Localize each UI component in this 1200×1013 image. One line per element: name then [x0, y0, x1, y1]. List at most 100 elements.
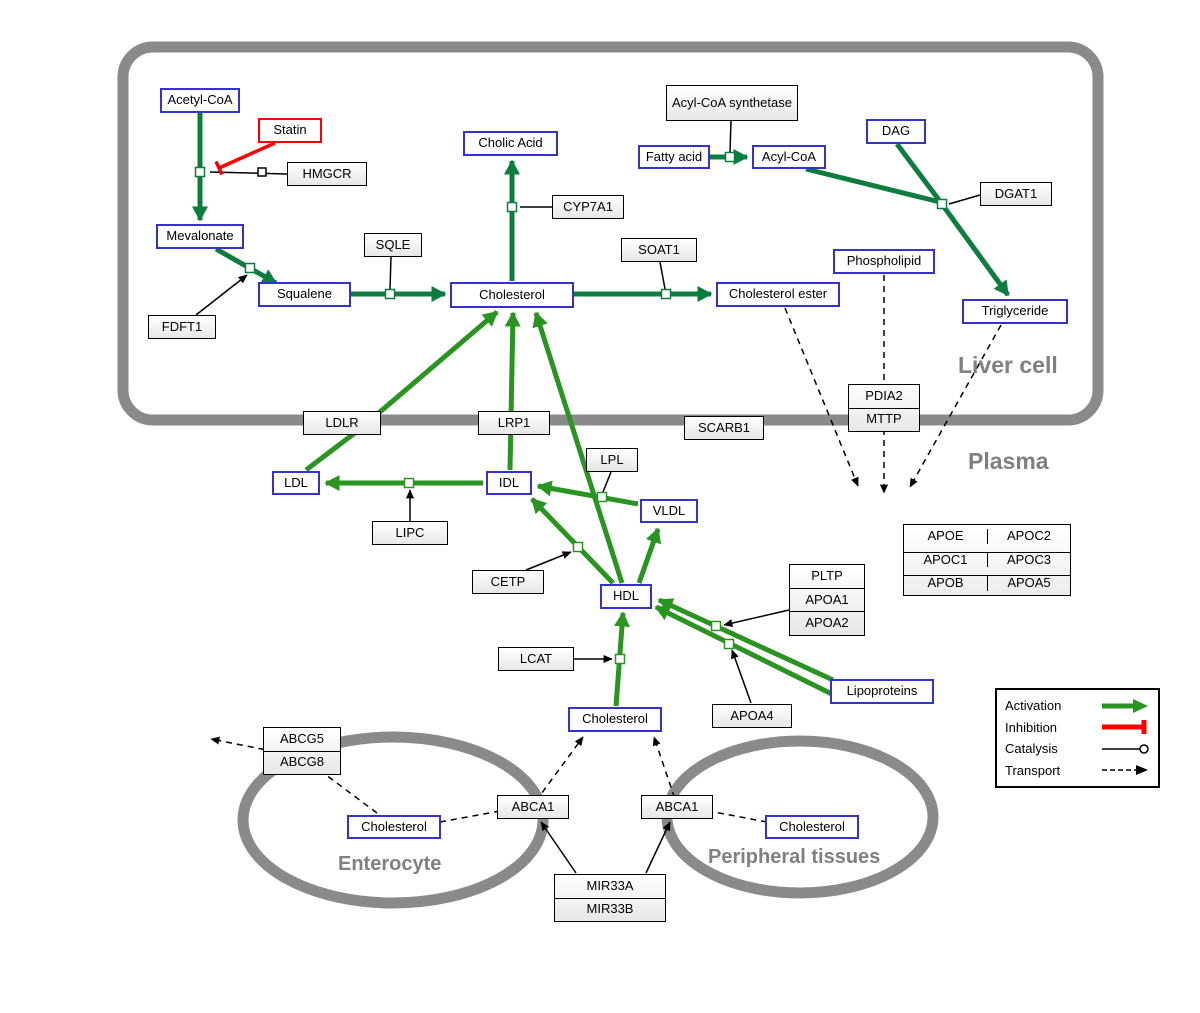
enterocyte-label: Enterocyte — [338, 853, 442, 875]
edge-idl-cholesterol-via-lrp1 — [504, 311, 521, 471]
node-scarb1[interactable]: SCARB1 — [684, 416, 764, 440]
edge-pltp-apoa-catalysis — [723, 609, 790, 628]
liver-cell-label: Liver cell — [958, 352, 1058, 378]
edge-ldl-cholesterol-via-ldlr — [304, 310, 499, 472]
node-ldl[interactable]: LDL — [272, 471, 320, 495]
activation-arrow-icon — [1102, 698, 1148, 713]
node-soat1[interactable]: SOAT1 — [621, 238, 697, 262]
hmgcr-catalysis-anchor — [257, 167, 267, 177]
node-fdft1[interactable]: FDFT1 — [148, 315, 216, 339]
node-mir33a-mir33b: MIR33A MIR33B — [554, 874, 666, 922]
edge-soat1-catalysis — [659, 261, 666, 290]
plasma-label: Plasma — [968, 448, 1049, 474]
catalysis-circle-icon — [1102, 744, 1149, 754]
edge-acylcoa-synthetase-catalysis — [729, 120, 732, 153]
node-triglyceride[interactable]: Triglyceride — [962, 299, 1068, 324]
catalysis-edges — [195, 120, 981, 874]
node-ldlr[interactable]: LDLR — [303, 411, 381, 435]
node-abcg8[interactable]: ABCG8 — [264, 750, 340, 775]
node-acetyl-coa[interactable]: Acetyl-CoA — [160, 88, 240, 113]
node-cholesterol-peripheral[interactable]: Cholesterol — [765, 815, 859, 839]
node-cholesterol-ester[interactable]: Cholesterol ester — [716, 282, 840, 307]
edge-fdft1-catalysis — [195, 274, 248, 316]
node-apoc3[interactable]: APOC3 — [987, 551, 1070, 568]
node-hdl[interactable]: HDL — [600, 584, 652, 609]
node-sqle[interactable]: SQLE — [364, 233, 422, 257]
legend-catalysis-label: Catalysis — [1005, 741, 1058, 757]
edge-mir33-abca1-right — [645, 821, 671, 874]
node-lpl[interactable]: LPL — [586, 448, 638, 472]
node-idl[interactable]: IDL — [486, 471, 532, 495]
edge-triglyceride-plasma — [909, 324, 1002, 488]
edge-cetp-catalysis — [525, 551, 572, 571]
node-statin[interactable]: Statin — [258, 118, 322, 143]
node-vldl[interactable]: VLDL — [640, 499, 698, 523]
node-apob[interactable]: APOB — [904, 575, 987, 591]
edge-apoa4-catalysis — [731, 649, 752, 704]
node-apoa4[interactable]: APOA4 — [712, 704, 792, 728]
node-phospholipid[interactable]: Phospholipid — [833, 249, 935, 274]
edge-hdl-vldl — [636, 527, 662, 584]
edge-dag-dgat1node — [895, 142, 941, 202]
node-hmgcr[interactable]: HMGCR — [287, 162, 367, 186]
node-lrp1[interactable]: LRP1 — [478, 411, 550, 435]
node-pdia2[interactable]: PDIA2 — [865, 387, 903, 403]
node-dgat1[interactable]: DGAT1 — [980, 182, 1052, 206]
node-lipoproteins[interactable]: Lipoproteins — [830, 679, 934, 704]
inhibition-edges — [214, 141, 276, 176]
node-fatty-acid[interactable]: Fatty acid — [638, 145, 710, 169]
node-acyl-coa-synthetase[interactable]: Acyl-CoA synthetase — [666, 85, 798, 121]
node-lcat[interactable]: LCAT — [498, 647, 574, 671]
node-abcg5[interactable]: ABCG5 — [279, 730, 325, 746]
edge-sqle-catalysis — [389, 256, 392, 290]
node-apoe[interactable]: APOE — [927, 528, 964, 544]
node-cetp[interactable]: CETP — [472, 570, 544, 594]
node-mir33b[interactable]: MIR33B — [555, 897, 665, 922]
liver-cell-membrane — [117, 41, 1104, 426]
edge-dgat1-catalysis — [948, 194, 981, 205]
node-acyl-coa[interactable]: Acyl-CoA — [752, 145, 826, 169]
node-mir33a[interactable]: MIR33A — [586, 877, 634, 893]
node-apoc1[interactable]: APOC1 — [904, 551, 987, 568]
node-abca1-right[interactable]: ABCA1 — [641, 795, 713, 819]
legend: Activation Inhibition Catalysis Transpor… — [995, 688, 1160, 788]
edge-dgat1node-triglyceride — [941, 205, 1011, 297]
legend-catalysis-row: Catalysis — [1005, 738, 1150, 759]
node-pltp-apoa1-apoa2: PLTP APOA1 APOA2 — [789, 564, 865, 636]
node-abcg5-abcg8: ABCG5 ABCG8 — [263, 727, 341, 775]
node-apoa5[interactable]: APOA5 — [987, 575, 1070, 591]
node-abca1-left[interactable]: ABCA1 — [497, 795, 569, 819]
node-mttp[interactable]: MTTP — [849, 407, 919, 432]
edge-mir33-abca1-left — [540, 821, 577, 874]
legend-inhibition-row: Inhibition — [1005, 717, 1150, 738]
transport-dashed-arrow-icon — [1102, 765, 1148, 776]
node-apoc2[interactable]: APOC2 — [987, 528, 1070, 544]
node-lipc[interactable]: LIPC — [372, 521, 448, 545]
node-apoa1[interactable]: APOA1 — [790, 587, 864, 612]
membranes — [117, 41, 1104, 909]
inhibition-tbar-icon — [1102, 720, 1147, 735]
node-mevalonate[interactable]: Mevalonate — [156, 224, 244, 249]
node-apo-table: APOE APOC2 APOC1 APOC3 APOB APOA5 — [903, 524, 1071, 596]
legend-transport-label: Transport — [1005, 762, 1061, 778]
node-cholesterol-liver[interactable]: Cholesterol — [450, 282, 574, 308]
node-pltp[interactable]: PLTP — [811, 568, 843, 584]
edge-statin-inhibits-hmgcr — [218, 141, 276, 170]
node-cholesterol-plasma[interactable]: Cholesterol — [568, 707, 662, 732]
node-apoa2[interactable]: APOA2 — [790, 611, 864, 635]
legend-activation-label: Activation — [1005, 698, 1062, 713]
statin-inhibition-tbar — [214, 160, 224, 176]
edge-lpl-catalysis — [602, 471, 612, 493]
node-cholic-acid[interactable]: Cholic Acid — [463, 131, 558, 156]
node-pdia2-mttp: PDIA2 MTTP — [848, 384, 920, 432]
node-dag[interactable]: DAG — [866, 119, 926, 144]
edge-lipoproteins-hdl-upper — [657, 597, 835, 683]
peripheral-tissues-label: Peripheral tissues — [708, 846, 881, 868]
node-cholesterol-enterocyte[interactable]: Cholesterol — [347, 815, 441, 839]
legend-inhibition-label: Inhibition — [1005, 719, 1058, 735]
node-squalene[interactable]: Squalene — [258, 282, 351, 307]
edge-hdl-idl-via-cetp — [530, 497, 615, 585]
node-cyp7a1[interactable]: CYP7A1 — [552, 195, 624, 219]
reaction-nodes — [194, 151, 948, 665]
